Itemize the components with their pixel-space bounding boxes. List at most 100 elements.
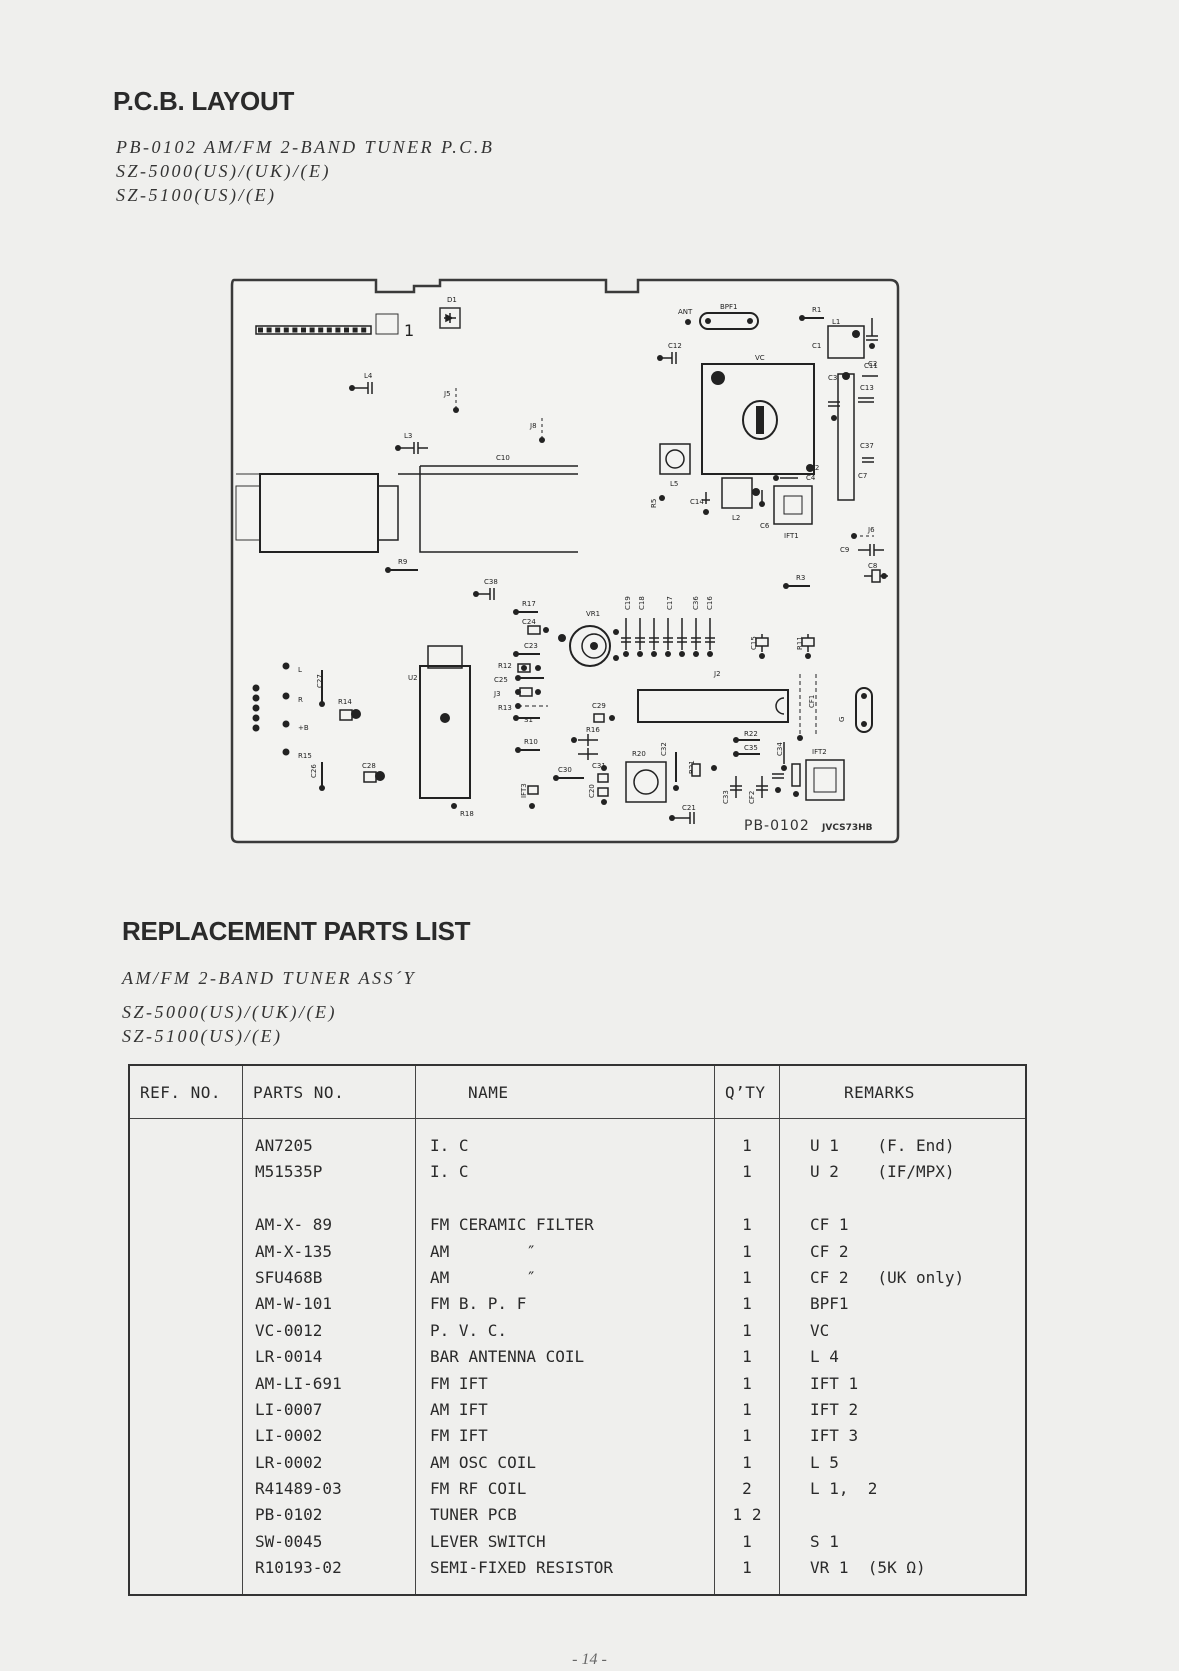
connector-pin — [301, 327, 306, 333]
connector-pin — [335, 327, 341, 333]
capacitor-mark — [637, 651, 643, 657]
terminal-pad — [252, 724, 260, 732]
cell-name: AM OSC COIL — [430, 1452, 536, 1472]
pcb-label: C29 — [592, 702, 606, 710]
pcb-label: C13 — [860, 384, 874, 392]
terminal-pad — [282, 748, 290, 756]
pcb-label: R17 — [522, 600, 536, 608]
pcb-label: CF2 — [748, 791, 756, 804]
cell-name: AM ″ — [430, 1267, 536, 1287]
parts-table-header: REF. NO. PARTS NO. NAME Q’TY REMARKS — [129, 1065, 1026, 1119]
cell-name: AM ″ — [430, 1241, 536, 1261]
pcb-board-code: JVCS73HB — [821, 823, 873, 833]
cell-remarks: L 5 — [810, 1452, 839, 1472]
cell-qty: 1 — [742, 1241, 752, 1261]
pcb-subtitle-line: PB-0102 AM/FM 2-BAND TUNER P.C.B — [116, 137, 495, 157]
pcb-label: C25 — [494, 676, 508, 684]
pcb-label: C11 — [864, 362, 878, 370]
cell-remarks: U 2 (IF/MPX) — [810, 1162, 955, 1182]
cell-part: LR-0002 — [255, 1452, 323, 1472]
cell-part: AM-X- 89 — [255, 1215, 333, 1235]
pcb-subtitle-line: SZ-5100(US)/(E) — [116, 185, 277, 205]
pcb-label: C24 — [522, 618, 536, 626]
parts-subtitle-line: SZ-5100(US)/(E) — [122, 1026, 283, 1046]
parts-table: REF. NO. PARTS NO. NAME Q’TY REMARKS AN7… — [128, 1064, 1027, 1596]
cell-qty: 1 — [742, 1558, 752, 1578]
cell-part: AM-LI-691 — [255, 1373, 342, 1393]
cell-qty — [715, 1186, 779, 1212]
cell-remarks: S 1 — [810, 1531, 839, 1551]
pcb-label: VC — [755, 354, 765, 362]
terminal-pad — [252, 694, 260, 702]
pcb-label: C1 — [812, 342, 821, 350]
connector-pin — [361, 327, 367, 333]
pcb-label: C36 — [692, 596, 700, 610]
col-header-qty: Q’TY — [714, 1065, 780, 1119]
connector-pin — [326, 327, 332, 333]
cell-remarks — [780, 1502, 1025, 1528]
pcb-label: C21 — [682, 804, 696, 812]
pcb-label: C15 — [750, 636, 758, 650]
pcb-label: C19 — [624, 596, 632, 610]
parts-subtitle-line: SZ-5000(US)/(UK)/(E) — [122, 1002, 337, 1022]
pcb-label: L4 — [364, 372, 373, 380]
pcb-label: CF1 — [808, 695, 816, 708]
pcb-label: G — [838, 717, 846, 722]
connector-pin — [258, 327, 263, 333]
cell-remarks: L 4 — [810, 1347, 839, 1367]
cell-part: LI-0002 — [255, 1426, 323, 1446]
cell-part: LR-0014 — [255, 1347, 323, 1367]
capacitor-mark — [679, 651, 685, 657]
pcb-label: C23 — [524, 642, 538, 650]
cell-part: SFU468B — [255, 1267, 323, 1287]
cell-remarks — [780, 1186, 1025, 1212]
capacitor-mark — [665, 651, 671, 657]
cell-qty: 1 — [742, 1452, 752, 1472]
cell-remarks: VC — [810, 1320, 830, 1340]
pcb-subtitle-line: SZ-5000(US)/(UK)/(E) — [116, 161, 331, 181]
cell-qty: 1 — [742, 1320, 752, 1340]
connector-pin — [292, 327, 298, 333]
pcb-label: C16 — [706, 596, 714, 610]
pcb-diagram: 1 D1 ANT BPF1 R1 L1 C1 C11 C12 — [228, 278, 902, 846]
pcb-label: J5 — [443, 390, 451, 398]
pcb-label: J3 — [493, 690, 501, 698]
col-header-parts-no: PARTS NO. — [242, 1065, 416, 1119]
cell-part: R41489-03 — [255, 1479, 342, 1499]
pcb-label: 1 — [404, 321, 414, 340]
connector-pin — [283, 327, 289, 333]
cell-qty: 1 — [742, 1162, 752, 1182]
cell-remarks: BPF1 — [810, 1294, 849, 1314]
pcb-label: S1 — [524, 716, 533, 724]
pcb-label: C17 — [666, 596, 674, 610]
cell-part: R10193-02 — [255, 1558, 342, 1578]
pcb-label: C34 — [776, 742, 784, 756]
cell-remarks: CF 2 — [810, 1241, 849, 1261]
cell-part: AM-W-101 — [255, 1294, 333, 1314]
cell-part: SW-0045 — [255, 1531, 323, 1551]
capacitor-mark — [693, 651, 699, 657]
pcb-label: C10 — [496, 454, 510, 462]
pcb-label: ANT — [678, 308, 693, 316]
cell-qty: 1 — [742, 1373, 752, 1393]
cell-qty: 1 — [742, 1399, 752, 1419]
cell-part: AM-X-135 — [255, 1241, 333, 1261]
cell-name: FM IFT — [430, 1373, 488, 1393]
pcb-label: C4 — [806, 474, 816, 482]
cell-name: FM B. P. F — [430, 1294, 527, 1314]
cell-name: LEVER SWITCH — [430, 1531, 546, 1551]
connector-pin — [352, 327, 358, 333]
pcb-layout-title: P.C.B. LAYOUT — [113, 86, 295, 116]
cell-remarks: L 1, 2 — [810, 1479, 878, 1499]
connector-pin — [309, 327, 315, 333]
terminal-pad — [252, 684, 260, 692]
cell-remarks: CF 1 — [810, 1215, 849, 1235]
pcb-label: R9 — [398, 558, 407, 566]
pcb-board-outline — [230, 278, 900, 844]
pcb-label: R5 — [650, 499, 658, 508]
terminal-pad — [282, 692, 290, 700]
cell-name: I. C — [430, 1162, 469, 1182]
